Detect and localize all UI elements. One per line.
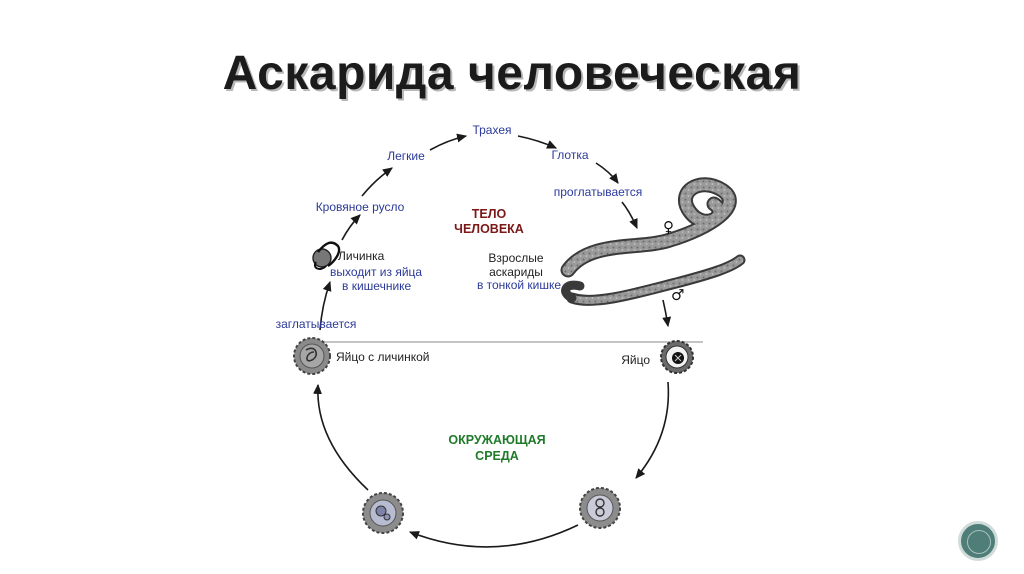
arrow-blood-to-lungs [361, 167, 393, 197]
label-larva-exits-1: выходит из яйца [330, 265, 422, 279]
arrow-lungs-to-trachea [429, 133, 468, 151]
arrow-bottom [408, 524, 579, 548]
label-adults-3: в тонкой кишке [477, 278, 561, 292]
label-larva: Личинка [338, 249, 385, 263]
label-larva-exits-2: в кишечнике [342, 279, 412, 293]
label-body-1: ТЕЛО [472, 207, 507, 221]
label-environment-1: ОКРУЖАЮЩАЯ [448, 433, 545, 447]
arrow-trachea-to-pharynx [517, 135, 558, 149]
slide-title: Аскарида человеческая [222, 47, 802, 100]
female-symbol-icon: ♀ [663, 218, 674, 236]
hatching-larva-icon [312, 241, 341, 270]
label-body-2: ЧЕЛОВЕКА [454, 222, 524, 236]
arrow-left-up [313, 383, 369, 491]
arrow-worms-to-egg [662, 299, 672, 328]
male-symbol-icon: ♂ [671, 286, 684, 304]
developing-egg-icon-right [579, 487, 621, 529]
arrow-swallow-to-worms [621, 201, 638, 230]
label-pharynx: Глотка [551, 148, 588, 162]
label-adults-1: Взрослые [488, 251, 543, 265]
label-egg-with-larva: Яйцо с личинкой [336, 350, 430, 364]
label-trachea: Трахея [472, 123, 511, 137]
label-swallowed-top: проглатывается [554, 185, 643, 199]
label-lungs: Легкие [387, 149, 425, 163]
label-bloodstream: Кровяное русло [316, 200, 405, 214]
egg-with-larva-icon [293, 337, 331, 375]
cycle-arrows [313, 133, 672, 548]
male-worm [566, 254, 746, 306]
label-adults-2: аскариды [489, 265, 543, 279]
adult-worms-illustration [560, 177, 746, 306]
arrow-larva-to-blood [341, 214, 361, 241]
developing-egg-icon-left [362, 492, 404, 534]
arrow-egg-down-right [635, 381, 670, 479]
label-swallowed-left: заглатывается [276, 317, 357, 331]
slide-navigation-button[interactable] [958, 521, 998, 561]
arrow-egg-to-larva [319, 280, 332, 331]
label-environment-2: СРЕДА [475, 449, 519, 463]
arrow-pharynx-to-swallow [595, 162, 619, 184]
fresh-egg-icon [660, 340, 694, 374]
label-egg: Яйцо [621, 353, 650, 367]
